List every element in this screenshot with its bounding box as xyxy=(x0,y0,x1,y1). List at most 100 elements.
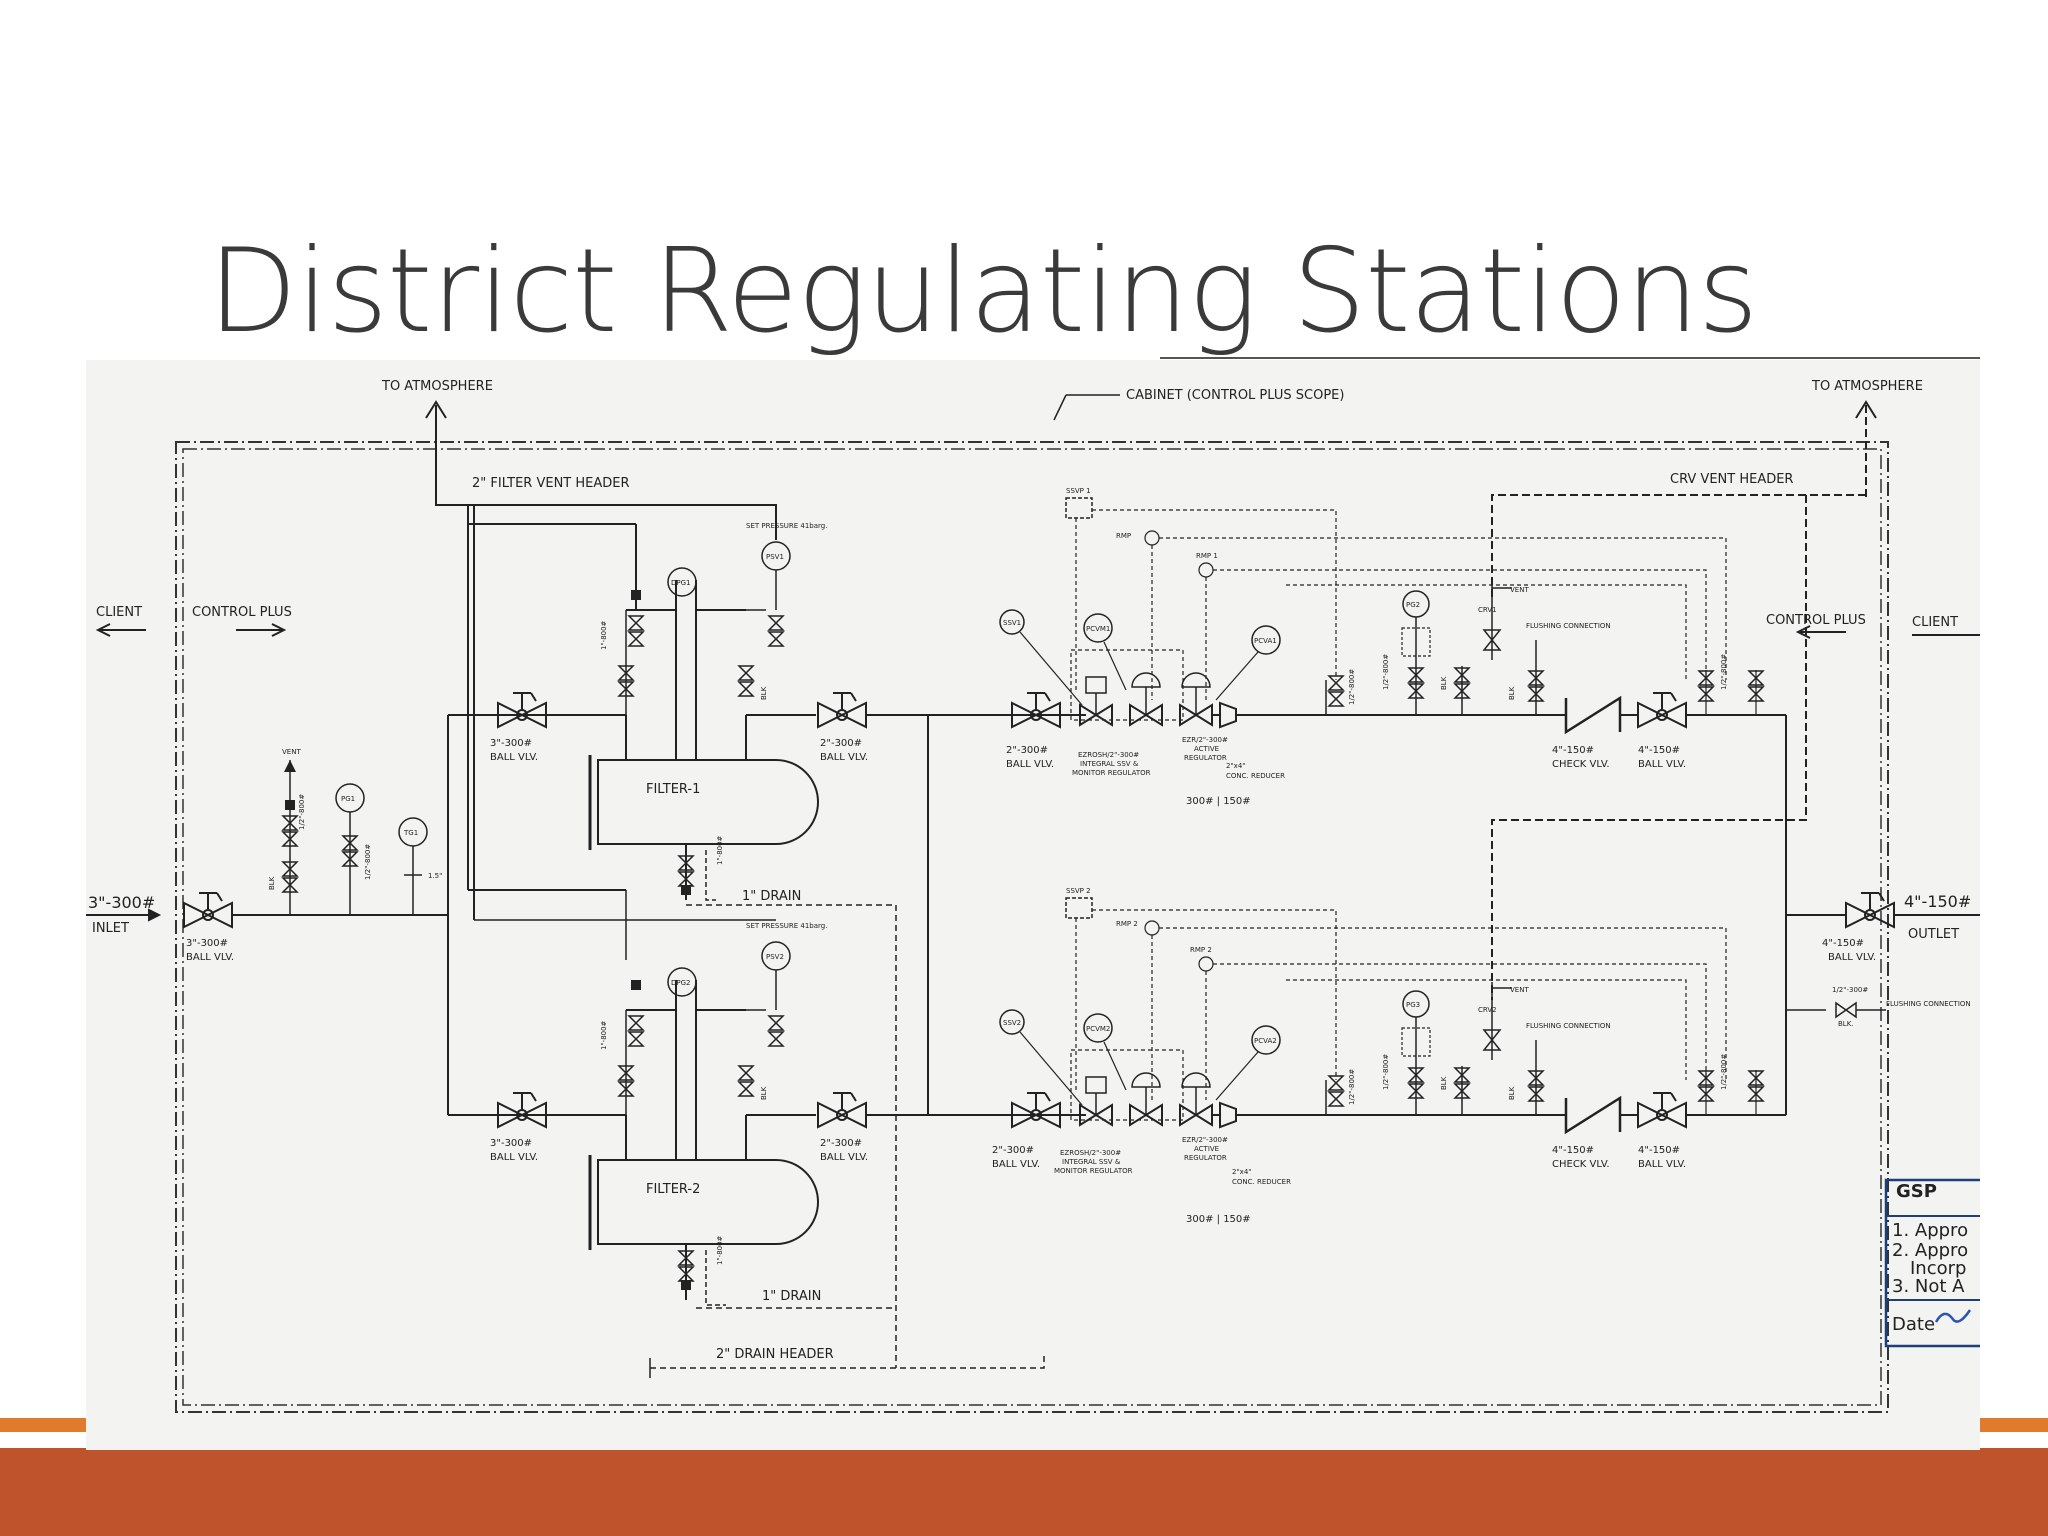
run2-blk-label: BLK xyxy=(1440,1076,1448,1090)
filter2-set-pressure: SET PRESSURE 41barg. xyxy=(746,922,827,930)
crv2-vent-label: VENT xyxy=(1510,986,1529,994)
rmp-b-run1-label: RMP 1 xyxy=(1196,552,1218,560)
rmp-a-run2-label: RMP 2 xyxy=(1116,920,1138,928)
filter1-vent-valve-size: 1"-800# xyxy=(600,620,608,650)
crv-vent-header-label: CRV VENT HEADER xyxy=(1670,472,1793,487)
pg3-label: PG3 xyxy=(1406,1001,1420,1009)
run1-active-line2: ACTIVE xyxy=(1194,745,1219,753)
filter1-inlet-valve-type: BALL VLV. xyxy=(490,752,538,763)
tg1-label: TG1 xyxy=(403,829,418,837)
run2-inlet-valve-size: 2"-300# xyxy=(992,1145,1034,1156)
outlet-size-label: 4"-150# xyxy=(1904,892,1971,911)
run1-reducer-label: 2"x4" xyxy=(1226,762,1246,770)
pg2-label: PG2 xyxy=(1406,601,1420,609)
to-atmosphere-right-label: TO ATMOSPHERE xyxy=(1811,379,1923,394)
run1-pg-valve-size: 1/2"-800# xyxy=(1382,654,1390,690)
ssv2-label: SSV2 xyxy=(1003,1019,1021,1027)
run2-active-line3: REGULATOR xyxy=(1184,1154,1227,1162)
run1-monitor-line3: MONITOR REGULATOR xyxy=(1072,769,1151,777)
run2-monitor-line2: INTEGRAL SSV & xyxy=(1062,1158,1121,1166)
outlet-label: OUTLET xyxy=(1908,927,1959,942)
run1-rating-label: 300# | 150# xyxy=(1186,796,1251,807)
run2-active-label: EZR/2"-300# xyxy=(1182,1136,1228,1144)
run2-rating-label: 300# | 150# xyxy=(1186,1214,1251,1225)
run1-outlet-valve-size: 4"-150# xyxy=(1638,745,1680,756)
run2-pg-valve-size: 1/2"-800# xyxy=(1382,1054,1390,1090)
stamp-line1: 1. Appro xyxy=(1892,1220,1968,1241)
run2-check-valve-size: 4"-150# xyxy=(1552,1145,1594,1156)
pcva2-label: PCVA2 xyxy=(1254,1037,1277,1045)
filter2-drain-label: 1" DRAIN xyxy=(762,1289,821,1304)
filter2-inlet-valve-size: 3"-300# xyxy=(490,1138,532,1149)
run1-small-valve-2: 1/2"-800# xyxy=(1720,654,1728,690)
run2-flush-blk: BLK xyxy=(1508,1086,1516,1100)
run1-inlet-valve-type: BALL VLV. xyxy=(1006,759,1054,770)
crv1-label: CRV1 xyxy=(1478,606,1497,614)
stamp-line2: 2. Appro xyxy=(1892,1240,1968,1261)
pcvm2-label: PCVM2 xyxy=(1086,1025,1110,1033)
to-atmosphere-left-label: TO ATMOSPHERE xyxy=(381,379,493,394)
run2-reducer-line2: CONC. REDUCER xyxy=(1232,1178,1291,1186)
run2-active-line2: ACTIVE xyxy=(1194,1145,1219,1153)
run2-outlet-valve-type: BALL VLV. xyxy=(1638,1159,1686,1170)
run1-active-label: EZR/2"-300# xyxy=(1182,736,1228,744)
run2-small-valve-2: 1/2"-800# xyxy=(1720,1054,1728,1090)
footer-bar xyxy=(0,1448,2048,1536)
filter1-inlet-valve-size: 3"-300# xyxy=(490,738,532,749)
crv2-label: CRV2 xyxy=(1478,1006,1497,1014)
crv1-vent-label: VENT xyxy=(1510,586,1529,594)
run1-active-line3: REGULATOR xyxy=(1184,754,1227,762)
filter2-vent-valve-size: 1"-800# xyxy=(600,1020,608,1050)
run1-monitor-label: EZROSH/2"-300# xyxy=(1078,751,1139,759)
pid-schematic: TO ATMOSPHERE CABINET (CONTROL PLUS SCOP… xyxy=(86,379,1980,1413)
run2-monitor-line3: MONITOR REGULATOR xyxy=(1054,1167,1133,1175)
pid-drawing: TO ATMOSPHERE CABINET (CONTROL PLUS SCOP… xyxy=(86,360,1980,1450)
run2-flushing-label: FLUSHING CONNECTION xyxy=(1526,1022,1611,1030)
filter2-blk-label: BLK xyxy=(760,1086,768,1100)
dpg2-label: DPG2 xyxy=(671,979,691,987)
run2-outlet-valve-size: 4"-150# xyxy=(1638,1145,1680,1156)
filter1-blk-label: BLK xyxy=(760,686,768,700)
run1-outlet-valve-type: BALL VLV. xyxy=(1638,759,1686,770)
tg1-thermowell-label: 1.5" xyxy=(428,872,442,880)
run1-blk-label: BLK xyxy=(1440,676,1448,690)
filter1-drain-valve-size: 1"-800# xyxy=(716,835,724,865)
outlet-valve-size: 4"-150# xyxy=(1822,938,1864,949)
client-right-label: CLIENT xyxy=(1912,615,1958,630)
pg1-label: PG1 xyxy=(341,795,355,803)
inlet-vent-label: VENT xyxy=(282,748,301,756)
pcvm1-label: PCVM1 xyxy=(1086,625,1110,633)
pcva1-label: PCVA1 xyxy=(1254,637,1277,645)
psv2-label: PSV2 xyxy=(766,953,784,961)
outlet-flush-valve-size: 1/2"-300# xyxy=(1832,986,1868,994)
rmp-b-run2-label: RMP 2 xyxy=(1190,946,1212,954)
filter2-drain-valve-size: 1"-800# xyxy=(716,1235,724,1265)
inlet-blk-label: BLK xyxy=(268,876,276,890)
inlet-vent-valve-size: 1/2"-800# xyxy=(298,794,306,830)
run1-inlet-valve-size: 2"-300# xyxy=(1006,745,1048,756)
filter1-drain-label: 1" DRAIN xyxy=(742,889,801,904)
inlet-valve-type: BALL VLV. xyxy=(186,952,234,963)
filter1-set-pressure: SET PRESSURE 41barg. xyxy=(746,522,827,530)
run2-reducer-label: 2"x4" xyxy=(1232,1168,1252,1176)
inlet-valve-size: 3"-300# xyxy=(186,938,228,949)
run1-check-valve-type: CHECK VLV. xyxy=(1552,759,1610,770)
run1-monitor-line2: INTEGRAL SSV & xyxy=(1080,760,1139,768)
filter2-outlet-valve-size: 2"-300# xyxy=(820,1138,862,1149)
run1-small-valve-1: 1/2"-800# xyxy=(1348,669,1356,705)
outlet-flush-blk: BLK. xyxy=(1838,1020,1854,1028)
run2-inlet-valve-type: BALL VLV. xyxy=(992,1159,1040,1170)
run2-check-valve-type: CHECK VLV. xyxy=(1552,1159,1610,1170)
rmp-a-run1-label: RMP xyxy=(1116,532,1131,540)
slide-title: District Regulating Stations xyxy=(208,224,1758,359)
filter1-outlet-valve-type: BALL VLV. xyxy=(820,752,868,763)
ssv1-label: SSV1 xyxy=(1003,619,1021,627)
filter2-label: FILTER-2 xyxy=(646,1182,700,1197)
filter1-outlet-valve-size: 2"-300# xyxy=(820,738,862,749)
run1-flush-blk: BLK xyxy=(1508,686,1516,700)
client-left-label: CLIENT xyxy=(96,605,142,620)
stamp-date: Date xyxy=(1892,1314,1935,1335)
ssvp2-label: SSVP 2 xyxy=(1066,887,1091,895)
ssvp1-label: SSVP 1 xyxy=(1066,487,1091,495)
filter2-outlet-valve-type: BALL VLV. xyxy=(820,1152,868,1163)
